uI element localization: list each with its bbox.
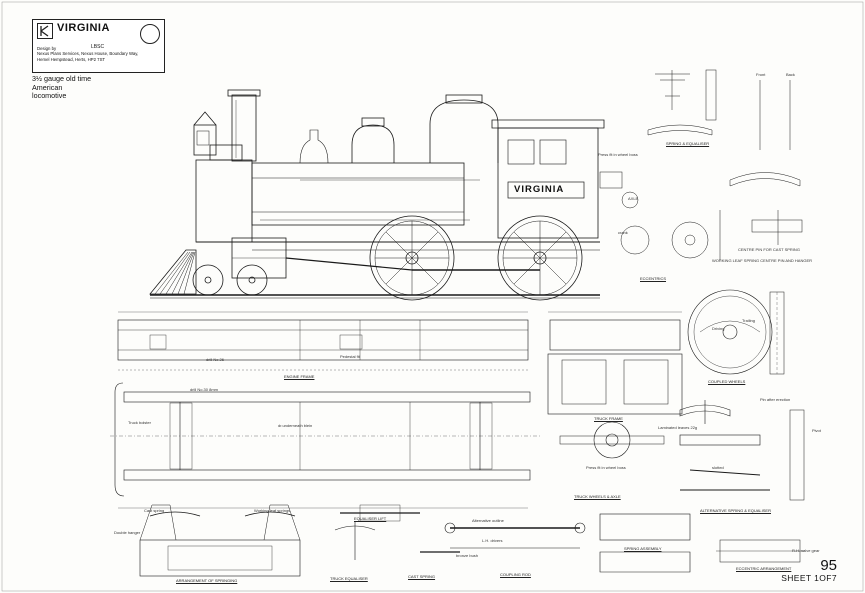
- caption-engine-frame: ENGINE FRAME: [284, 374, 315, 379]
- caption-spring-equaliser: SPRING & EQUALISER: [666, 141, 710, 146]
- caption-arrangement-springing: ARRANGEMENT OF SPRINGING: [176, 578, 238, 583]
- springing-arrangement: [139, 504, 804, 577]
- note-bronze-bush: bronze bush: [456, 553, 479, 558]
- caption-coupling-rod: COUPLING ROD: [500, 572, 531, 577]
- subtitle-line-1: 3½ gauge old time: [32, 74, 92, 83]
- note-pivot: Pivot: [812, 428, 821, 433]
- caption-truck-frame: TRUCK FRAME: [594, 416, 623, 421]
- note-lh-drivers: L.H. drivers: [482, 538, 503, 543]
- note-working-leaf: Working leaf springs: [254, 508, 291, 513]
- subtitle-line-2: American: [32, 82, 63, 92]
- caption-eccentrics: ECCENTRICS: [640, 276, 667, 281]
- note-driving: Driving: [712, 326, 725, 331]
- note-center-pin: CENTRE PIN FOR CAST SPRING: [738, 247, 800, 252]
- note-underneath: dr.underneath blein: [278, 423, 313, 428]
- note-laminated: Laminated leaves 22g: [658, 425, 698, 430]
- sheet-number-block: 95 SHEET 1OF7: [781, 558, 837, 583]
- sheet-number: 95: [820, 557, 837, 574]
- caption-coupled-wheels: COUPLED WHEELS: [708, 379, 746, 384]
- detail-views-top-right: [599, 69, 803, 260]
- title-block: VIRGINIA LBSC Design by Nexus Plans Serv…: [32, 19, 165, 73]
- caption-spring-assembly: SPRING ASSEMBLY: [624, 546, 662, 551]
- note-working-spring: WORKING LEAF SPRING CENTRE PIN AND HANGE…: [712, 258, 813, 263]
- note-double-hanger: Double hanger: [114, 530, 141, 535]
- caption-truck-equaliser: TRUCK EQUALISER: [330, 576, 368, 581]
- note-press-fit: Press fit in wheel boss: [598, 152, 638, 157]
- design-line-1: Design by: [37, 46, 57, 51]
- design-credit: Design by Nexus Plans Services, Nexus Ho…: [37, 46, 157, 62]
- note-crank: crank: [618, 230, 628, 235]
- note-slotted: slotted: [712, 465, 724, 470]
- note-front: Front: [756, 72, 766, 77]
- engine-frame-views: [110, 319, 540, 497]
- note-truck-bolster: Truck bolster: [128, 420, 151, 425]
- note-drill-30: drill No.30 8mm: [190, 387, 219, 392]
- author-label: LBSC: [91, 44, 105, 50]
- note-valve-gear: R.H. valve gear: [792, 548, 820, 553]
- note-back: Back: [786, 72, 795, 77]
- note-trailing: Trailing: [742, 318, 755, 323]
- caption-eccentric-arrangement: ECCENTRIC ARRANGEMENT: [736, 566, 792, 571]
- design-line-2: Nexus Plans Services, Nexus House, Bound…: [37, 51, 139, 57]
- note-drill-26: drill No 26: [206, 357, 225, 362]
- drawing-title: VIRGINIA: [57, 22, 110, 34]
- caption-equaliser-lift: EQUALISER LIFT: [354, 516, 387, 521]
- alternative-spring-views: [679, 400, 805, 501]
- note-press-fit-wheel: Press fit in wheel boss: [586, 465, 626, 470]
- design-line-3: Hemel Hempstead, Herts, HP2 7ST: [37, 56, 106, 62]
- note-cast-spring: Cast spring: [144, 508, 165, 513]
- sheet-count: SHEET 1OF7: [781, 573, 837, 583]
- coupled-wheel-view: [687, 289, 785, 375]
- locomotive-elevation: [149, 89, 605, 301]
- drawing-subtitle: 3½ gauge old time American locomotive: [32, 74, 122, 101]
- caption-alt-spring: ALTERNATIVE SPRING & EQUALISER: [700, 508, 771, 513]
- stamp-circle: [140, 24, 160, 44]
- caption-cast-spring: CAST SPRING: [408, 574, 436, 579]
- truck-frame-views: [547, 319, 683, 459]
- note-pin-after: Pin after erection: [760, 397, 791, 402]
- publisher-logo: [37, 23, 53, 39]
- cab-nameplate: VIRGINIA: [514, 184, 565, 195]
- note-pedestal: Pedestal fit: [340, 354, 360, 359]
- subtitle-line-3: locomotive: [32, 91, 67, 101]
- caption-truck-wheels: TRUCK WHEELS & AXLE: [574, 494, 621, 499]
- note-axle: AXLE: [628, 196, 639, 201]
- note-alt-outline: Alternative outline: [472, 518, 504, 523]
